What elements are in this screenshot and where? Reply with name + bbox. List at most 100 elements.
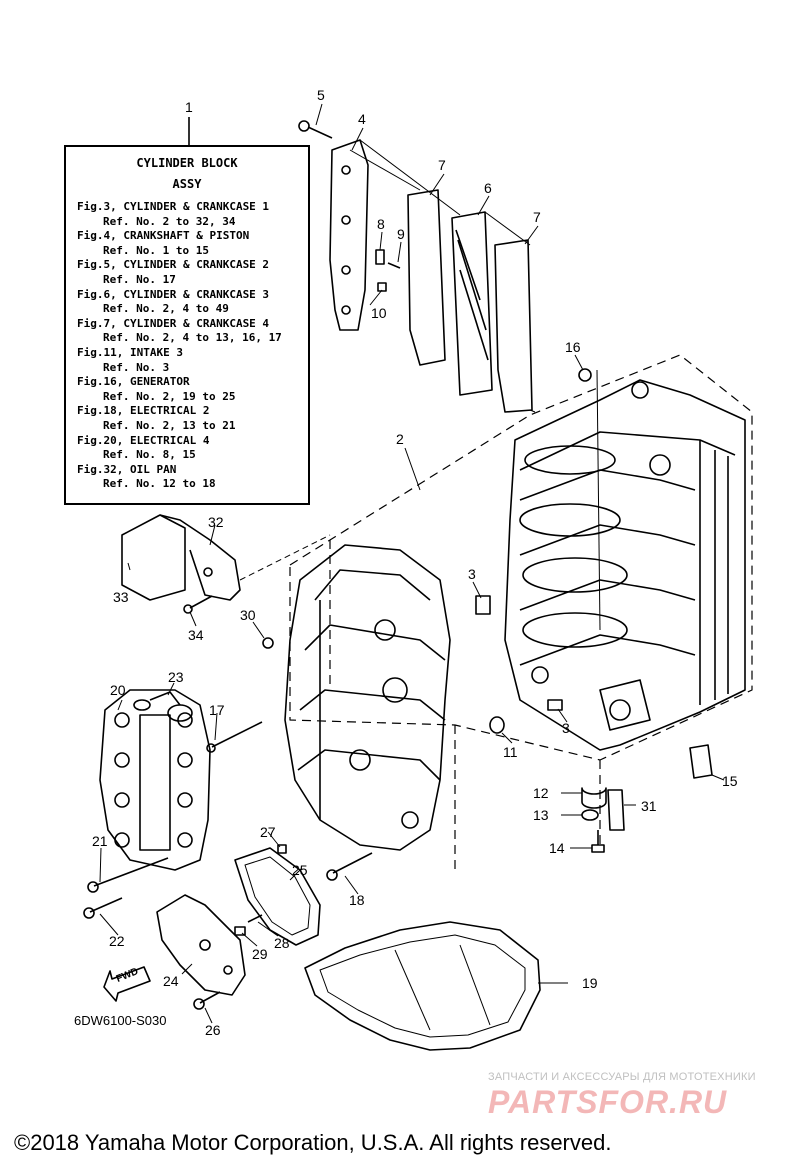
gasket-25 bbox=[234, 847, 321, 946]
plug-12 bbox=[581, 787, 607, 809]
watermark-tagline: ЗАПЧАСТИ И АКСЕССУАРЫ ДЛЯ МОТОТЕХНИКИ bbox=[488, 1071, 756, 1083]
cylinder-head bbox=[99, 689, 211, 871]
cover-24 bbox=[156, 894, 246, 996]
legend-fig-line: Fig.5, CYLINDER & CRANKCASE 2 bbox=[77, 258, 270, 272]
pin-10 bbox=[377, 282, 387, 292]
callout-20: 20 bbox=[110, 682, 126, 698]
dowel-3-upper bbox=[475, 595, 491, 615]
callout-34: 34 bbox=[188, 627, 204, 643]
callout-5: 5 bbox=[317, 87, 325, 103]
legend-box: CYLINDER BLOCK ASSY Fig.3, CYLINDER & CR… bbox=[64, 145, 310, 505]
bolt-9 bbox=[387, 262, 401, 269]
dowel-3-lower bbox=[547, 699, 563, 711]
callout-4: 4 bbox=[358, 111, 366, 127]
callout-24: 24 bbox=[163, 973, 179, 989]
callout-25: 25 bbox=[292, 862, 308, 878]
exhaust-gasket-7-right bbox=[494, 239, 533, 413]
clip-15 bbox=[689, 744, 713, 779]
bolt-18 bbox=[332, 852, 373, 874]
callout-3: 3 bbox=[562, 720, 570, 736]
bolt-34 bbox=[189, 595, 213, 609]
callout-21: 21 bbox=[92, 833, 108, 849]
legend-fig-line: Fig.18, ELECTRICAL 2 bbox=[77, 404, 210, 418]
bolt-17 bbox=[211, 721, 263, 748]
oil-pan-gasket-19 bbox=[304, 921, 541, 1051]
callout-26: 26 bbox=[205, 1022, 221, 1038]
callout-7: 7 bbox=[438, 157, 446, 173]
legend-fig-line: Fig.7, CYLINDER & CRANKCASE 4 bbox=[77, 316, 270, 330]
callout-18: 18 bbox=[349, 892, 365, 908]
callout-17: 17 bbox=[209, 702, 225, 718]
bolt-21 bbox=[93, 857, 169, 887]
callout-11: 11 bbox=[503, 744, 518, 760]
callout-22: 22 bbox=[109, 933, 125, 949]
callout-30: 30 bbox=[240, 607, 256, 623]
legend-ref-line: Ref. No. 2, 19 to 25 bbox=[103, 389, 236, 403]
o-ring-16 bbox=[578, 368, 592, 382]
callout-16: 16 bbox=[565, 339, 581, 355]
callout-12: 12 bbox=[533, 785, 549, 801]
callout-27: 27 bbox=[260, 824, 276, 840]
callout-19: 19 bbox=[582, 975, 598, 991]
legend-ref-line: Ref. No. 2 to 32, 34 bbox=[103, 214, 236, 228]
bolt-5 bbox=[298, 120, 333, 139]
callout-3: 3 bbox=[468, 566, 476, 582]
callout-31: 31 bbox=[641, 798, 657, 814]
o-ring-11 bbox=[489, 716, 505, 734]
bolt-22 bbox=[89, 897, 123, 913]
legend-fig-line: Fig.16, GENERATOR bbox=[77, 375, 190, 389]
o-ring-30 bbox=[262, 637, 274, 649]
watermark-logo: PARTSFOR.RU bbox=[488, 1084, 728, 1120]
callout-33: 33 bbox=[113, 589, 129, 605]
sensor-31 bbox=[607, 789, 625, 831]
callout-13: 13 bbox=[533, 807, 549, 823]
legend-title-line: CYLINDER BLOCK bbox=[136, 156, 238, 170]
legend-title: CYLINDER BLOCK ASSY bbox=[66, 156, 308, 192]
thermostat-cover bbox=[133, 691, 193, 722]
diagram-code: 6DW6100-S030 bbox=[74, 1013, 167, 1028]
legend-fig-line: Fig.32, OIL PAN bbox=[77, 462, 177, 476]
o-ring-13 bbox=[581, 809, 599, 821]
callout-8: 8 bbox=[377, 216, 385, 232]
part-27 bbox=[277, 844, 287, 854]
legend-ref-line: Ref. No. 1 to 15 bbox=[103, 243, 209, 257]
legend-fig-line: Fig.20, ELECTRICAL 4 bbox=[77, 433, 210, 447]
part-28 bbox=[247, 914, 263, 923]
callout-2: 2 bbox=[396, 431, 404, 447]
cylinder-block bbox=[504, 379, 746, 751]
part-8 bbox=[375, 249, 385, 265]
forward-arrow-icon: FWD bbox=[102, 961, 154, 1008]
callout-29: 29 bbox=[252, 946, 268, 962]
legend-title-line: ASSY bbox=[172, 177, 202, 191]
callout-23: 23 bbox=[168, 669, 184, 685]
callout-14: 14 bbox=[549, 840, 565, 856]
bracket-33 bbox=[121, 514, 241, 601]
legend-ref-line: Ref. No. 8, 15 bbox=[103, 448, 196, 462]
exhaust-plate-6 bbox=[451, 211, 493, 396]
crankcase bbox=[284, 544, 451, 851]
callout-9: 9 bbox=[397, 226, 405, 242]
legend-fig-line: Fig.11, INTAKE 3 bbox=[77, 345, 183, 359]
legend-fig-line: Fig.3, CYLINDER & CRANKCASE 1 bbox=[77, 200, 270, 213]
legend-ref-line: Ref. No. 3 bbox=[103, 360, 170, 374]
exhaust-cover-4 bbox=[329, 139, 369, 331]
callout-10: 10 bbox=[371, 305, 387, 321]
callout-7: 7 bbox=[533, 209, 541, 225]
legend-fig-line: Fig.4, CRANKSHAFT & PISTON bbox=[77, 229, 250, 243]
legend-ref-line: Ref. No. 12 to 18 bbox=[103, 477, 216, 491]
legend-ref-line: Ref. No. 2, 13 to 21 bbox=[103, 418, 236, 432]
callout-6: 6 bbox=[484, 180, 492, 196]
callout-1: 1 bbox=[185, 99, 193, 115]
cylinder-block-outline bbox=[289, 354, 753, 870]
legend-ref-line: Ref. No. 17 bbox=[103, 272, 176, 286]
callout-28: 28 bbox=[274, 935, 290, 951]
callout-15: 15 bbox=[722, 773, 738, 789]
bolt-14 bbox=[591, 830, 605, 853]
part-29 bbox=[234, 926, 246, 936]
callout-32: 32 bbox=[208, 514, 224, 530]
copyright-notice: ©2018 Yamaha Motor Corporation, U.S.A. A… bbox=[14, 1130, 612, 1155]
leader-lines bbox=[99, 103, 725, 1024]
legend-fig-line: Fig.6, CYLINDER & CRANKCASE 3 bbox=[77, 287, 270, 301]
